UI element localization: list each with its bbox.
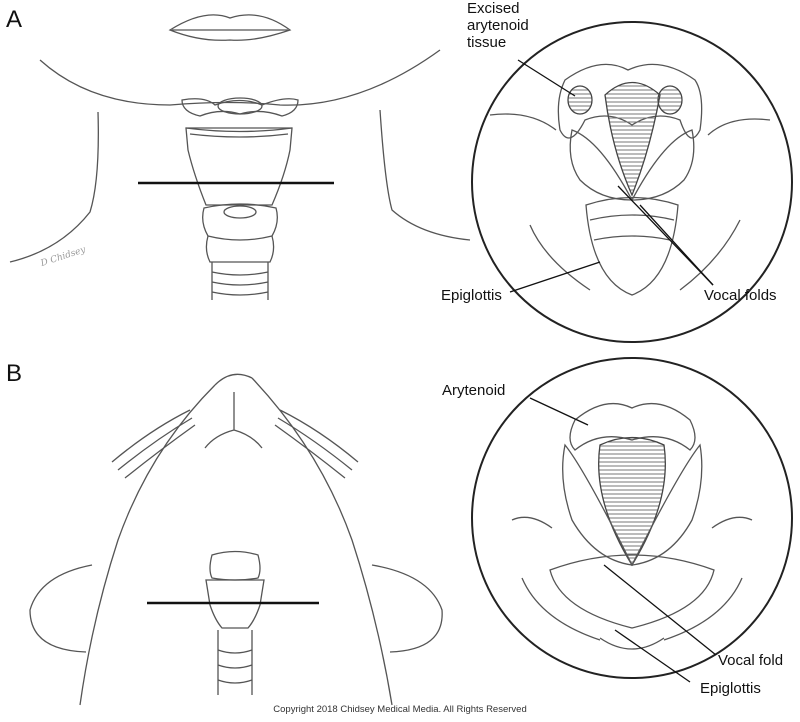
label-epiglottis-a: Epiglottis — [441, 287, 502, 304]
label-arytenoid: Arytenoid — [442, 382, 506, 399]
neck-right — [379, 109, 471, 241]
glottis-b — [598, 436, 666, 567]
neck-left — [9, 111, 99, 263]
body-right — [251, 377, 393, 706]
label-excised-line1: Excised — [467, 0, 520, 17]
ear-right — [371, 564, 443, 653]
vocal-fold-left-a — [569, 129, 634, 201]
label-vocal-fold: Vocal fold — [718, 652, 784, 669]
thyroid-cartilage — [185, 127, 293, 206]
copyright-notice: Copyright 2018 Chidsey Medical Media. Al… — [273, 704, 527, 715]
rat-hyoid — [209, 550, 261, 581]
scope-circle-a — [471, 21, 793, 343]
scope-circle-b — [471, 357, 793, 679]
panel-a-neck-drawing — [9, 14, 471, 300]
arytenoids-b — [569, 402, 696, 451]
epiglottis-b — [549, 554, 715, 629]
label-epiglottis-b: Epiglottis — [700, 680, 761, 697]
label-vocal-folds: Vocal folds — [704, 287, 777, 304]
epiglottis-a — [585, 196, 679, 296]
panel-b-larynx-view — [471, 357, 793, 679]
lips — [168, 14, 292, 41]
excised-hole-left — [567, 85, 593, 115]
panel-a-letter: A — [6, 6, 23, 33]
glottis-a — [604, 82, 661, 197]
cricoid — [202, 203, 278, 241]
vocal-fold-right-a — [630, 129, 695, 201]
rat-thyroid — [205, 579, 265, 629]
panel-a-leader-lines — [509, 59, 714, 293]
panel-b-leader-lines — [529, 397, 717, 683]
arytenoid-mounds-a — [557, 63, 703, 139]
ear-left — [29, 564, 93, 653]
vocal-fold-right-b — [630, 443, 703, 566]
label-excised-line2: arytenoid — [467, 17, 529, 34]
panel-a-larynx-view — [471, 21, 793, 343]
jaw-line — [39, 49, 441, 106]
excised-hole-right — [657, 85, 683, 115]
body-left — [79, 384, 216, 706]
label-excised-line3: tissue — [467, 34, 507, 51]
panel-b-rat-drawing — [29, 373, 443, 706]
panel-b-letter: B — [6, 360, 23, 387]
vocal-fold-left-b — [562, 443, 634, 566]
